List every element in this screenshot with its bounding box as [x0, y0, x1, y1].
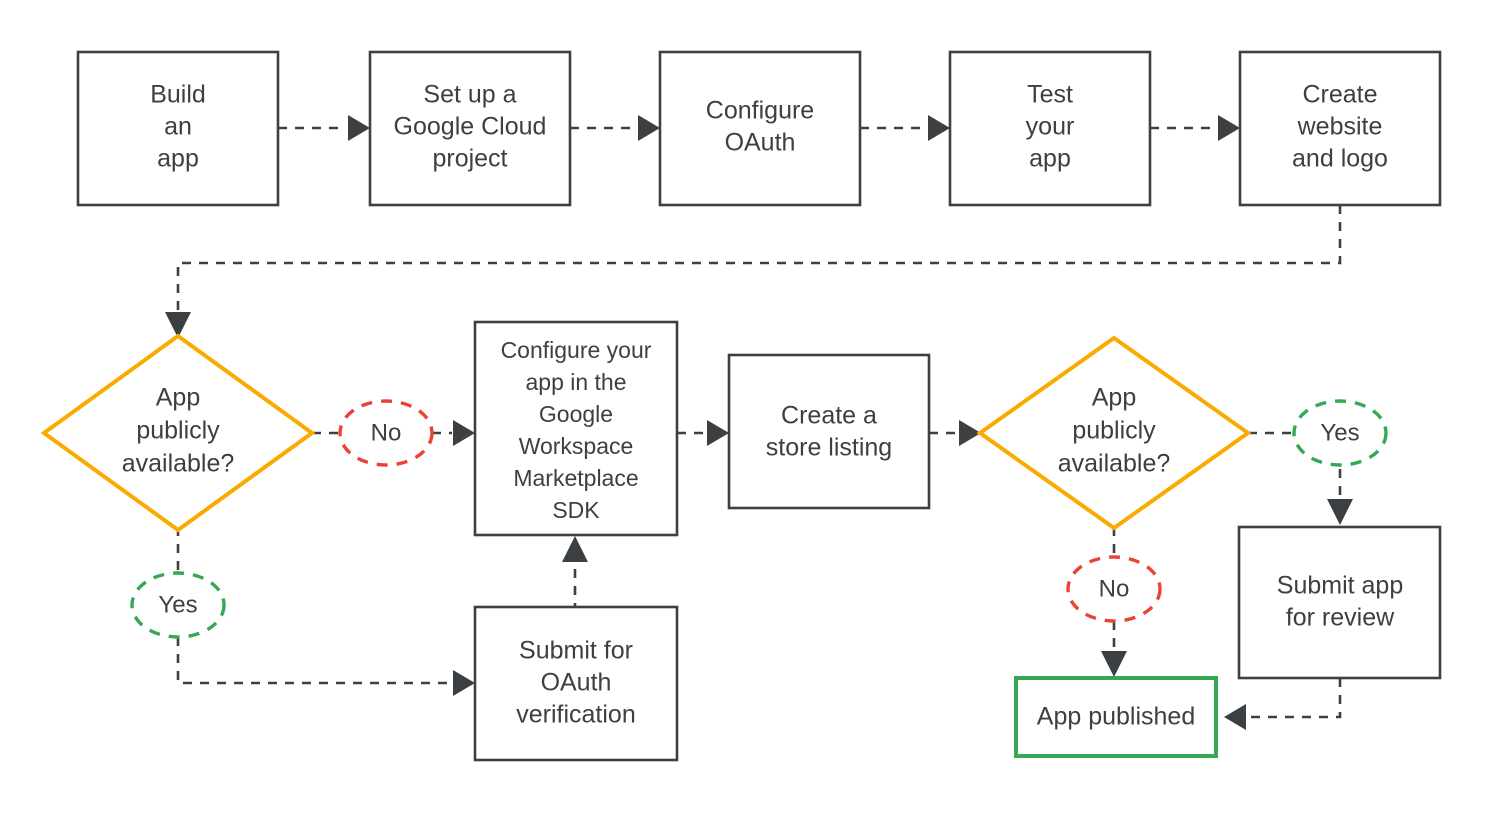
node-submit-oauth-verification-line-2: OAuth	[541, 669, 612, 697]
edge-label-no-right-ellipse	[1066, 555, 1162, 623]
edge-label-no-right-text: No	[1099, 575, 1130, 602]
node-build-an-app[interactable]: Build an app	[76, 50, 280, 207]
edge-label-yes-right-text: Yes	[1320, 419, 1359, 446]
node-decision-app-publicly-available-left[interactable]: App publicly available?	[40, 333, 316, 533]
edge-label-yes-right: Yes	[1292, 399, 1388, 467]
arrowhead-store-listing-to-decision-right	[959, 420, 981, 446]
node-marketplace-sdk-line-2: app in the	[525, 369, 626, 395]
node-marketplace-sdk-line-3: Google	[539, 401, 613, 427]
node-decision-right-shape[interactable]	[976, 335, 1252, 531]
node-gcp-project-box[interactable]	[368, 50, 572, 207]
node-create-website-line-2: website	[1297, 113, 1383, 141]
edge-label-no-left: No	[338, 399, 434, 467]
node-submit-app-for-review-box[interactable]	[1237, 525, 1442, 680]
node-marketplace-sdk-line-1: Configure your	[501, 337, 652, 363]
arrowhead-submit-review-to-app-published	[1224, 704, 1246, 730]
edges-layer	[165, 115, 1353, 730]
arrowhead-no-to-sdk	[453, 420, 475, 446]
node-test-your-app-line-1: Test	[1027, 81, 1073, 109]
node-create-store-listing-line-1: Create a	[781, 402, 877, 430]
edge-label-yes-right-ellipse	[1292, 399, 1388, 467]
edge-label-no-left-text: No	[371, 419, 402, 446]
node-gcp-project-line-1: Set up a	[423, 81, 516, 109]
node-app-published-box[interactable]	[1014, 676, 1218, 758]
node-gcp-project-line-3: project	[432, 145, 507, 173]
edge-yes-to-oauth-verification	[176, 637, 452, 685]
node-build-an-app-line-3: app	[157, 145, 199, 173]
node-configure-oauth[interactable]: Configure OAuth	[658, 50, 862, 207]
node-build-an-app-line-1: Build	[150, 81, 206, 109]
node-configure-oauth-line-2: OAuth	[725, 129, 796, 157]
arrowhead-gcp-to-oauth	[638, 115, 660, 141]
node-submit-app-for-review[interactable]: Submit app for review	[1237, 525, 1442, 680]
node-submit-oauth-verification-line-3: verification	[516, 701, 636, 729]
node-submit-app-for-review-line-2: for review	[1286, 604, 1395, 632]
arrowhead-build-to-gcp	[348, 115, 370, 141]
arrowhead-no-to-app-published	[1101, 651, 1127, 677]
node-test-your-app-line-2: your	[1026, 113, 1075, 141]
edge-label-yes-left: Yes	[130, 571, 226, 639]
node-gcp-project[interactable]: Set up a Google Cloud project	[368, 50, 572, 207]
arrowhead-oauth-verification-to-sdk	[562, 536, 588, 562]
node-create-website-and-logo[interactable]: Create website and logo	[1238, 50, 1442, 207]
node-submit-oauth-verification[interactable]: Submit for OAuth verification	[473, 605, 679, 762]
edge-label-no-left-ellipse	[338, 399, 434, 467]
node-create-store-listing[interactable]: Create a store listing	[727, 353, 931, 510]
node-configure-oauth-line-1: Configure	[706, 97, 814, 125]
node-create-website-and-logo-box[interactable]	[1238, 50, 1442, 207]
node-app-published[interactable]: App published	[1014, 676, 1218, 758]
arrowhead-oauth-to-test	[928, 115, 950, 141]
edge-submit-review-to-app-published	[1247, 678, 1342, 719]
node-build-an-app-line-2: an	[164, 113, 192, 141]
node-decision-right-line-2: publicly	[1072, 417, 1156, 445]
node-create-website-line-3: and logo	[1292, 145, 1388, 173]
arrowhead-test-to-website	[1218, 115, 1240, 141]
edge-label-no-right: No	[1066, 555, 1162, 623]
node-create-store-listing-line-2: store listing	[766, 434, 892, 462]
node-marketplace-sdk[interactable]: Configure your app in the Google Workspa…	[473, 320, 679, 537]
node-decision-left-line-3: available?	[122, 450, 235, 478]
edge-label-yes-left-ellipse	[130, 571, 226, 639]
node-decision-right-line-1: App	[1092, 384, 1136, 412]
node-marketplace-sdk-line-4: Workspace	[519, 433, 634, 459]
node-build-an-app-box[interactable]	[76, 50, 280, 207]
node-test-your-app-line-3: app	[1029, 145, 1071, 173]
node-configure-oauth-box[interactable]	[658, 50, 862, 207]
node-marketplace-sdk-line-6: SDK	[552, 497, 600, 523]
arrowhead-website-to-decision-left	[165, 312, 191, 338]
edge-label-yes-left-text: Yes	[158, 591, 197, 618]
node-decision-right-line-3: available?	[1058, 450, 1171, 478]
node-decision-app-publicly-available-right[interactable]: App publicly available?	[976, 335, 1252, 531]
node-test-your-app[interactable]: Test your app	[948, 50, 1152, 207]
node-test-your-app-box[interactable]	[948, 50, 1152, 207]
arrowhead-yes-to-submit-review	[1327, 499, 1353, 525]
arrowhead-yes-to-oauth-verification	[453, 670, 475, 696]
node-marketplace-sdk-box[interactable]	[473, 320, 679, 537]
node-marketplace-sdk-line-5: Marketplace	[513, 465, 638, 491]
node-submit-app-for-review-line-1: Submit app	[1277, 572, 1403, 600]
edge-website-to-decision-left	[176, 205, 1342, 312]
node-gcp-project-line-2: Google Cloud	[394, 113, 547, 141]
node-submit-oauth-verification-box[interactable]	[473, 605, 679, 762]
node-decision-left-line-1: App	[156, 384, 200, 412]
node-decision-left-line-2: publicly	[136, 417, 220, 445]
node-create-store-listing-box[interactable]	[727, 353, 931, 510]
arrowhead-sdk-to-store-listing	[707, 420, 729, 446]
node-decision-left-shape[interactable]	[40, 333, 316, 533]
node-app-published-line-1: App published	[1037, 703, 1195, 731]
node-submit-oauth-verification-line-1: Submit for	[519, 637, 633, 665]
node-create-website-line-1: Create	[1302, 81, 1377, 109]
